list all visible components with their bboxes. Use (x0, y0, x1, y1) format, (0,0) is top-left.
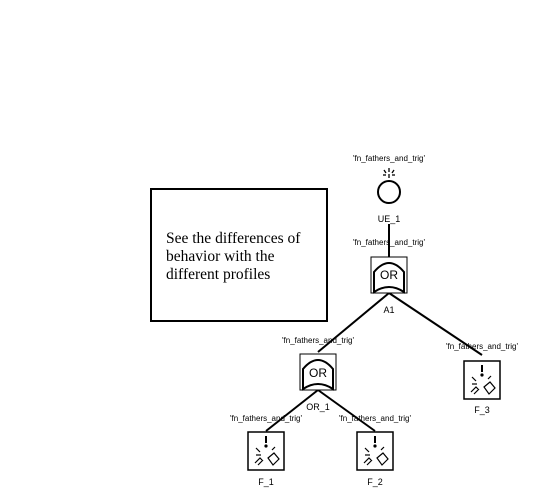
undeveloped-event-circle (377, 180, 401, 204)
node-or-1[interactable]: 'fn_fathers_and_trig' OR OR_1 (282, 336, 354, 412)
failure-event-icon (470, 365, 496, 395)
f-1-frame (247, 431, 285, 471)
f-3-profile: 'fn_fathers_and_trig' (446, 342, 518, 351)
edge-or1-f1 (265, 389, 319, 432)
f-2-label: F_2 (367, 477, 383, 487)
or-1-profile: 'fn_fathers_and_trig' (282, 336, 354, 345)
edge-or1-f2 (317, 389, 376, 432)
note-text: See the differences of behavior with the… (166, 230, 301, 283)
f-2-profile: 'fn_fathers_and_trig' (339, 414, 411, 423)
note-box: See the differences of behavior with the… (150, 188, 328, 322)
f-3-label: F_3 (474, 405, 490, 415)
or-1-gate-text: OR (309, 366, 327, 380)
edge-a1-f3 (388, 292, 483, 356)
a1-label: A1 (383, 305, 394, 315)
f-1-label: F_1 (258, 477, 274, 487)
failure-event-icon (363, 436, 389, 466)
node-f-1[interactable]: 'fn_fathers_and_trig' F_1 (230, 414, 302, 487)
connectors (265, 224, 483, 432)
or-gate-icon (373, 262, 405, 294)
node-f-2[interactable]: 'fn_fathers_and_trig' F_2 (339, 414, 411, 487)
a1-profile: 'fn_fathers_and_trig' (353, 238, 425, 247)
f-3-frame (463, 360, 501, 400)
edge-a1-or1 (317, 292, 390, 353)
or-1-label: OR_1 (306, 402, 330, 412)
or-gate-icon (302, 359, 334, 391)
node-a1[interactable]: 'fn_fathers_and_trig' OR A1 (353, 238, 425, 315)
f-1-profile: 'fn_fathers_and_trig' (230, 414, 302, 423)
node-f-3[interactable]: 'fn_fathers_and_trig' F_3 (446, 342, 518, 415)
ue-1-label: UE_1 (378, 214, 401, 224)
a1-gate-text: OR (380, 268, 398, 282)
failure-event-icon (254, 436, 280, 466)
node-ue-1[interactable]: 'fn_fathers_and_trig' UE_1 (353, 154, 425, 224)
sparkle-icon (383, 168, 395, 178)
ue-1-profile: 'fn_fathers_and_trig' (353, 154, 425, 163)
